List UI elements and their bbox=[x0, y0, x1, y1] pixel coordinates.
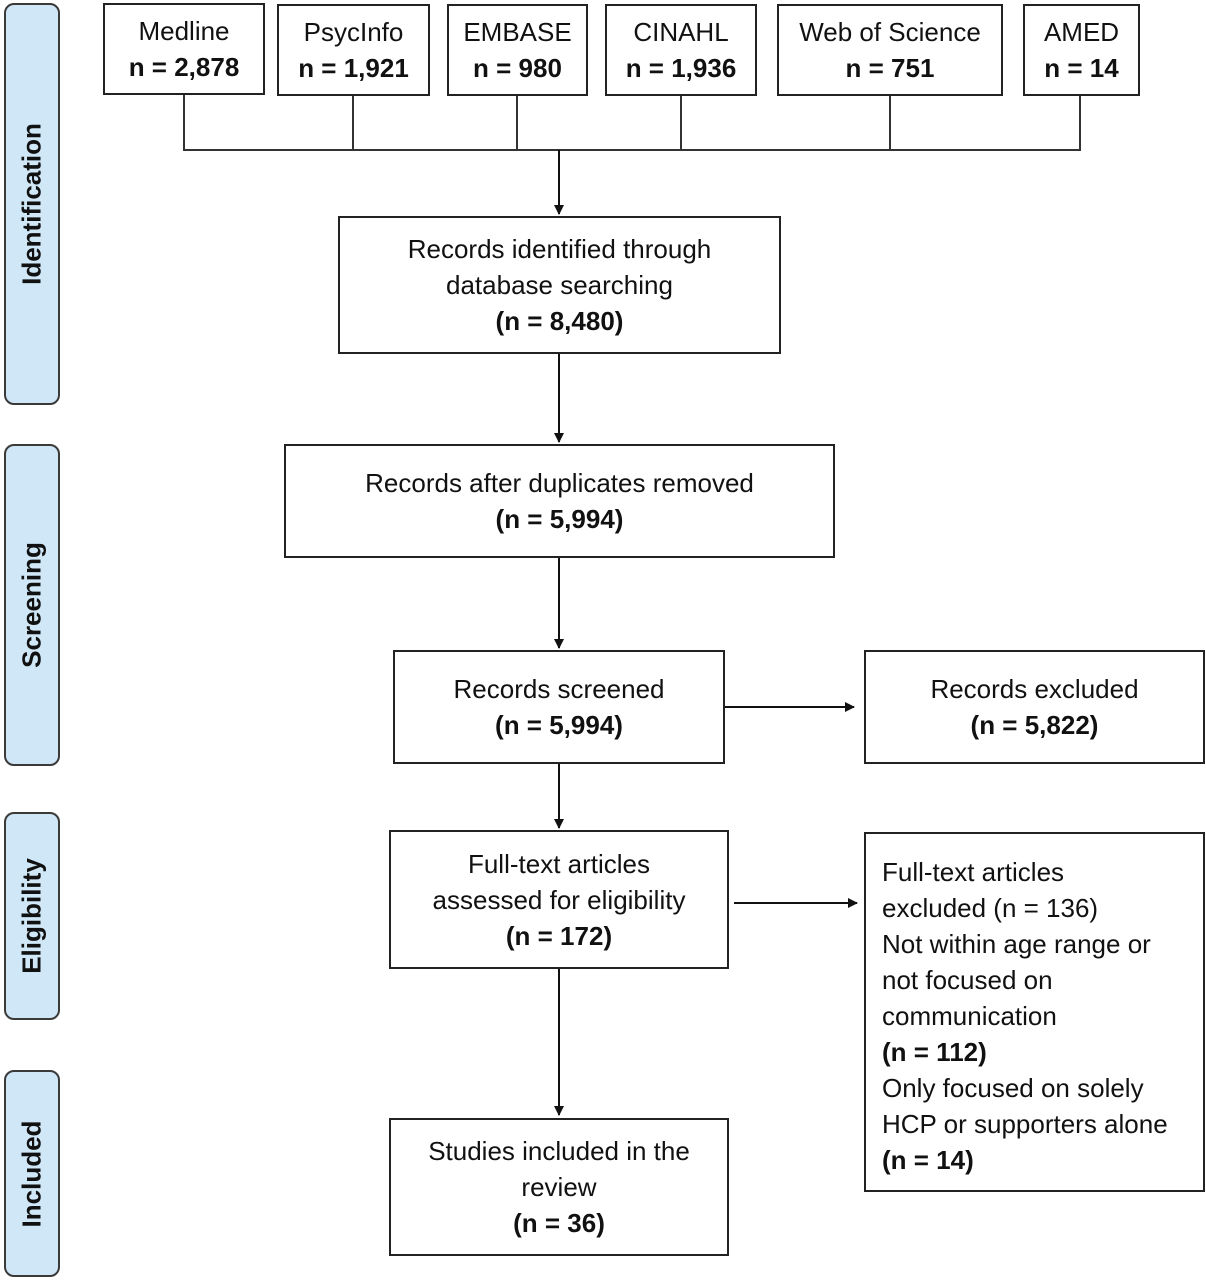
source-count: n = 751 bbox=[845, 53, 935, 83]
exclusion-reason-2-line2: HCP or supporters alone bbox=[882, 1109, 1168, 1139]
studies-included-line1: Studies included in the bbox=[428, 1136, 690, 1166]
records-excluded-count: (n = 5,822) bbox=[970, 710, 1099, 740]
records-deduplicated-label: Records after duplicates removed bbox=[365, 468, 754, 498]
source-box-medline: Medline n = 2,878 bbox=[103, 3, 265, 95]
phase-identification: Identification bbox=[4, 3, 60, 405]
exclusion-reason-1-line2: not focused on bbox=[882, 965, 1053, 995]
phase-eligibility: Eligibility bbox=[4, 812, 60, 1020]
source-name: Medline bbox=[138, 16, 230, 46]
source-name: Web of Science bbox=[799, 17, 981, 47]
studies-included-box: Studies included in the review (n = 36) bbox=[389, 1118, 729, 1256]
phase-included: Included bbox=[4, 1070, 60, 1277]
exclusion-reason-2-line1: Only focused on solely bbox=[882, 1073, 1144, 1103]
records-excluded-label: Records excluded bbox=[930, 674, 1139, 704]
exclusion-reason-1-line1: Not within age range or bbox=[882, 929, 1151, 959]
records-deduplicated-box: Records after duplicates removed (n = 5,… bbox=[284, 444, 835, 558]
records-identified-line1: Records identified through bbox=[407, 234, 712, 264]
source-box-amed: AMED n = 14 bbox=[1023, 4, 1140, 96]
phase-screening: Screening bbox=[4, 444, 60, 766]
exclusion-reason-1-line3: communication bbox=[882, 1001, 1057, 1031]
source-box-cinahl: CINAHL n = 1,936 bbox=[605, 4, 757, 96]
records-identified-box: Records identified through database sear… bbox=[338, 216, 781, 354]
records-identified-line2: database searching bbox=[446, 270, 673, 300]
source-count: n = 1,921 bbox=[298, 53, 409, 83]
fulltext-excluded-line2: excluded (n = 136) bbox=[882, 893, 1099, 923]
studies-included-count: (n = 36) bbox=[513, 1208, 605, 1238]
source-name: EMBASE bbox=[463, 17, 572, 47]
source-box-psycinfo: PsycInfo n = 1,921 bbox=[277, 4, 430, 96]
records-deduplicated-count: (n = 5,994) bbox=[495, 504, 624, 534]
source-box-embase: EMBASE n = 980 bbox=[447, 4, 588, 96]
records-screened-count: (n = 5,994) bbox=[495, 710, 623, 740]
source-name: CINAHL bbox=[633, 17, 729, 47]
source-count: n = 2,878 bbox=[128, 52, 240, 82]
studies-included-line2: review bbox=[521, 1172, 597, 1202]
records-screened-box: Records screened (n = 5,994) bbox=[393, 650, 725, 764]
source-name: AMED bbox=[1043, 17, 1120, 47]
fulltext-excluded-line1: Full-text articles bbox=[882, 857, 1065, 887]
fulltext-excluded-box: Full-text articles excluded (n = 136) No… bbox=[864, 832, 1205, 1192]
exclusion-reason-2-count: (n = 14) bbox=[882, 1145, 974, 1175]
source-name: PsycInfo bbox=[303, 17, 404, 47]
source-count: n = 980 bbox=[473, 53, 562, 83]
source-count: n = 1,936 bbox=[625, 53, 737, 83]
fulltext-assessed-line2: assessed for eligibility bbox=[432, 884, 686, 915]
source-count: n = 14 bbox=[1044, 53, 1119, 83]
source-box-web-of-science: Web of Science n = 751 bbox=[777, 4, 1003, 96]
fulltext-assessed-line1: Full-text articles bbox=[467, 848, 651, 879]
records-excluded-box: Records excluded (n = 5,822) bbox=[864, 650, 1205, 764]
records-screened-label: Records screened bbox=[453, 674, 665, 704]
exclusion-reason-1-count: (n = 112) bbox=[882, 1037, 987, 1067]
records-identified-count: (n = 8,480) bbox=[495, 306, 624, 336]
fulltext-assessed-count: (n = 172) bbox=[505, 920, 613, 951]
fulltext-assessed-box: Full-text articles assessed for eligibil… bbox=[389, 830, 729, 969]
